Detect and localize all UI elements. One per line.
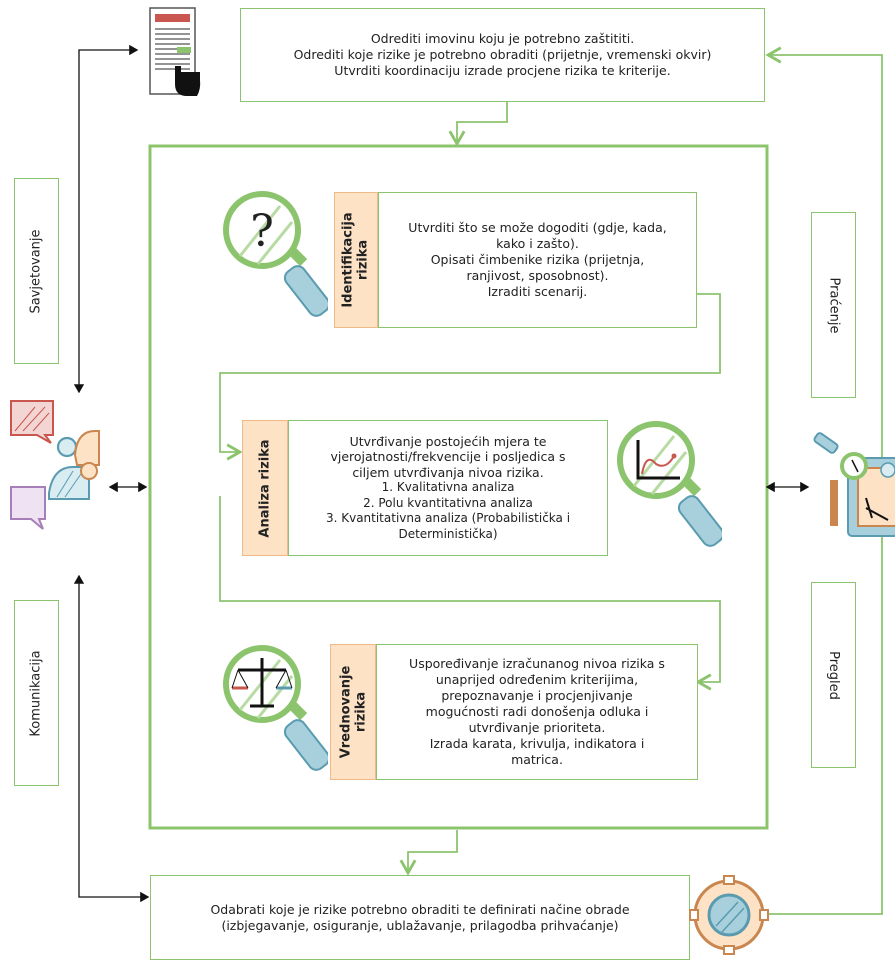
magnifier-question-icon: ? bbox=[223, 191, 328, 317]
komunikacija-label: Komunikacija bbox=[29, 649, 45, 737]
top-line-2: Odrediti koje rizike je potrebno obradit… bbox=[293, 47, 712, 62]
pregled-label: Pregled bbox=[826, 650, 842, 700]
identifikacija-line-5: Izraditi scenarij. bbox=[487, 284, 588, 299]
analiza-line-4: 1. Kvalitativna analiza bbox=[381, 480, 515, 495]
bottom-line-2: (izbjegavanje, osiguranje, ublažavanje, … bbox=[221, 917, 619, 933]
arrow-ident-to-analiza bbox=[219, 293, 721, 461]
vrednovanje-line-7: matrica. bbox=[511, 752, 563, 767]
vrednovanje-line-6: Izrada karata, krivulja, indikatora i bbox=[429, 736, 645, 751]
identifikacija-box: Utvrditi što se može dogoditi (gdje, kad… bbox=[378, 192, 697, 328]
vrednovanje-tab-line-1: Vrednovanje bbox=[338, 665, 353, 759]
top-scope-box: Odrediti imovinu koju je potrebno zaštit… bbox=[240, 8, 765, 102]
identifikacija-tab-line-2: rizika bbox=[356, 239, 371, 281]
bottom-line-1: Odabrati koje je rizike potrebno obradit… bbox=[210, 901, 630, 917]
magnifier-chart-icon bbox=[617, 421, 722, 547]
analiza-tab: Analiza rizika bbox=[242, 420, 288, 556]
analiza-line-3: ciljem utvrđivanja nivoa rizika. bbox=[352, 464, 544, 480]
arrow-consult bbox=[73, 44, 139, 394]
vrednovanje-line-5: utvrđivanje prioriteta. bbox=[468, 720, 606, 735]
vrednovanje-line-1: Uspoređivanje izračunanog nivoa rizika s bbox=[409, 656, 665, 671]
savjetovanje-label: Savjetovanje bbox=[29, 228, 44, 314]
analiza-line-6: 3. Kvantitativna analiza (Probabilističk… bbox=[325, 511, 571, 526]
arrow-frame-to-bottom bbox=[399, 830, 458, 876]
meeting-table-icon bbox=[689, 875, 769, 955]
analiza-tab-line-1: Analiza rizika bbox=[257, 438, 273, 538]
vrednovanje-box: Uspoređivanje izračunanog nivoa rizika s… bbox=[376, 644, 698, 780]
savjetovanje-box: Savjetovanje bbox=[14, 178, 59, 364]
svg-text:?: ? bbox=[250, 206, 274, 257]
vrednovanje-tab: Vrednovanje rizika bbox=[330, 644, 376, 780]
magnifier-scale-icon bbox=[223, 645, 328, 771]
analiza-box: Utvrđivanje postojećih mjera te vjerojat… bbox=[288, 420, 608, 556]
identifikacija-tab: Identifikacija rizika bbox=[334, 192, 378, 328]
analiza-line-7: Deterministička) bbox=[398, 526, 498, 541]
arrow-communicate bbox=[73, 574, 150, 903]
vrednovanje-line-4: mogućnosti radi donošenja odluka i bbox=[425, 704, 649, 719]
bottom-treatment-box: Odabrati koje je rizike potrebno obradit… bbox=[150, 875, 690, 960]
monitoring-board-icon bbox=[813, 432, 895, 537]
identifikacija-tab-line-1: Identifikacija bbox=[341, 212, 356, 308]
analiza-line-2: vjerojatnosti/frekvencije i posljedica s bbox=[330, 449, 566, 465]
top-line-3: Utvrditi koordinaciju izrade procjene ri… bbox=[334, 63, 671, 78]
vrednovanje-tab-line-2: rizika bbox=[353, 691, 368, 733]
arrow-analiza-to-vred bbox=[219, 496, 721, 691]
pracenje-label: Praćenje bbox=[826, 277, 842, 333]
komunikacija-box: Komunikacija bbox=[14, 600, 59, 786]
vrednovanje-line-2: unaprijed određenim kriterijima, bbox=[435, 672, 639, 687]
analiza-line-5: 2. Polu kvantitativna analiza bbox=[363, 495, 533, 510]
arrow-top-to-frame bbox=[448, 102, 508, 147]
identifikacija-line-4: ranjivost, sposobnost). bbox=[466, 268, 609, 283]
pregled-box: Pregled bbox=[811, 582, 856, 768]
document-hand-icon bbox=[149, 7, 201, 96]
pracenje-box: Praćenje bbox=[811, 212, 856, 398]
analiza-line-1: Utvrđivanje postojećih mjera te bbox=[349, 433, 547, 449]
top-line-1: Odrediti imovinu koju je potrebno zaštit… bbox=[370, 31, 635, 46]
people-talking-icon bbox=[10, 400, 100, 530]
vrednovanje-line-3: prepoznavanje i procjenjivanje bbox=[441, 688, 633, 703]
identifikacija-line-2: kako i zašto). bbox=[496, 236, 579, 251]
identifikacija-line-3: Opisati čimbenike rizika (prijetnja, bbox=[430, 252, 645, 267]
identifikacija-line-1: Utvrditi što se može dogoditi (gdje, kad… bbox=[408, 220, 667, 235]
